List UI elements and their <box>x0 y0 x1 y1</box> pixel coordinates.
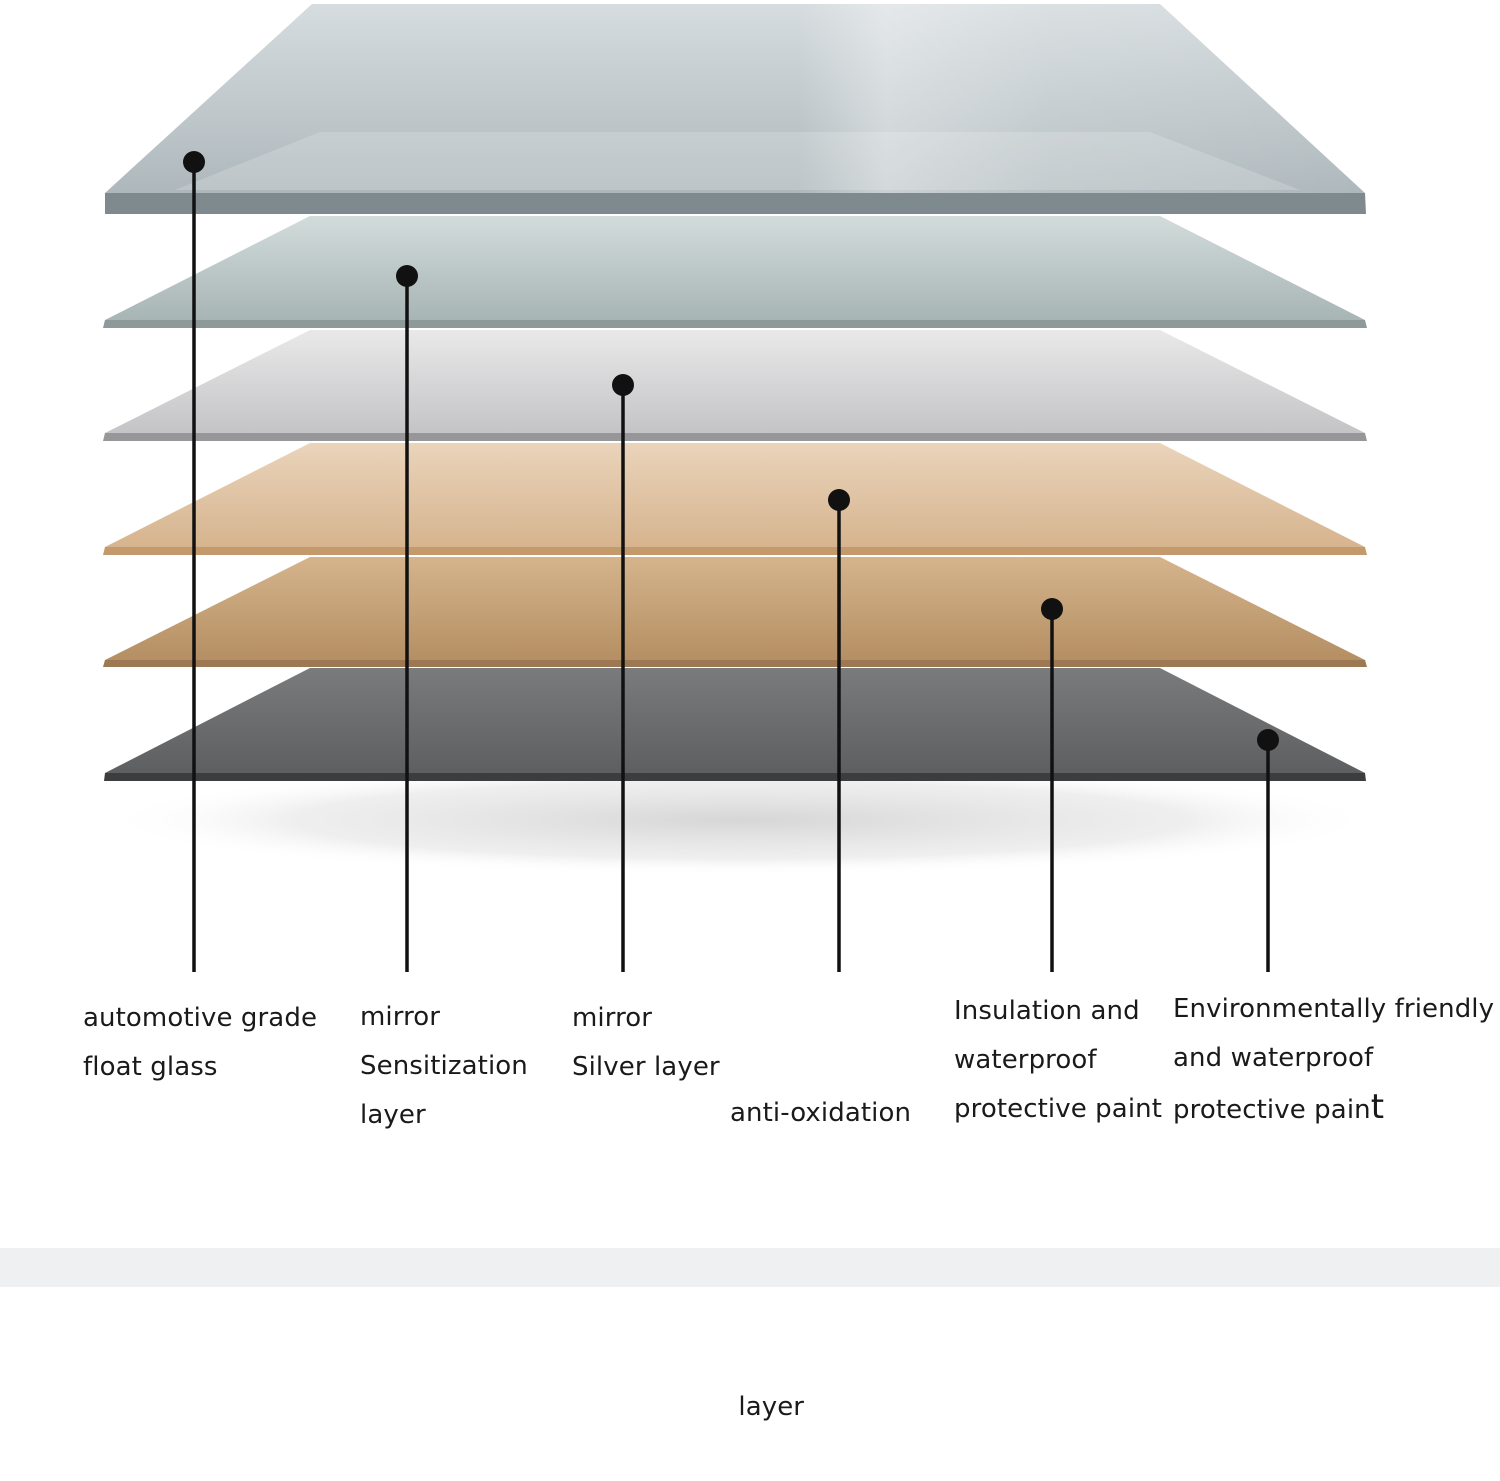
layer-stack-diagram <box>100 4 1380 972</box>
label-anti-oxidation-line-3: layer <box>730 1392 805 1422</box>
label-float-glass: automotive grade float glass <box>83 994 317 1092</box>
layer-silver-top <box>105 330 1365 433</box>
label-insulation-waterproof-line-2: waterproof <box>954 1045 1097 1075</box>
layer-silver-edge <box>103 433 1367 441</box>
leader-dot-anti-oxidation <box>828 489 850 511</box>
label-anti-oxidation: anti-oxidation The protective layer <box>730 991 920 1481</box>
layer-sensitization-edge <box>103 320 1367 328</box>
label-insulation-waterproof-line-1: Insulation and <box>954 996 1140 1026</box>
layer-environmental-paint-top <box>105 668 1365 773</box>
label-float-glass-line-1: automotive grade <box>83 1003 318 1033</box>
leader-dot-float-glass <box>183 151 205 173</box>
label-sensitization: mirror Sensitization layer <box>360 993 528 1140</box>
layer-insulation-waterproof-top <box>105 557 1365 660</box>
footer-band <box>0 1248 1500 1287</box>
label-silver: mirror Silver layer <box>572 994 720 1092</box>
label-sensitization-line-3: layer <box>360 1100 426 1130</box>
label-environmental-paint-line-3: protective paint <box>1173 1083 1494 1135</box>
label-insulation-waterproof-line-3: protective paint <box>954 1094 1163 1124</box>
label-environmental-paint-line-3-main: protective pain <box>1173 1095 1371 1125</box>
layer-environmental-paint <box>104 668 1366 781</box>
layer-float-glass-edge <box>105 193 1366 214</box>
label-environmental-paint-line-1: Environmentally friendly <box>1173 994 1495 1024</box>
leader-lines <box>183 151 1279 972</box>
layer-silver <box>103 330 1367 441</box>
label-environmental-paint: Environmentally friendly and waterproof … <box>1173 985 1494 1135</box>
label-sensitization-line-1: mirror <box>360 1002 441 1032</box>
leader-dot-silver <box>612 374 634 396</box>
layer-anti-oxidation-edge <box>103 547 1367 555</box>
label-environmental-paint-line-3-tail: t <box>1370 1087 1385 1127</box>
label-silver-line-2: Silver layer <box>572 1052 720 1082</box>
layer-float-glass-inner-bevel <box>175 132 1300 190</box>
layer-insulation-waterproof-edge <box>103 660 1367 667</box>
label-sensitization-line-2: Sensitization <box>360 1051 528 1081</box>
layer-float-glass <box>105 4 1366 214</box>
stack-shadow <box>100 765 1380 875</box>
layer-sensitization <box>103 216 1367 328</box>
label-float-glass-line-2: float glass <box>83 1052 218 1082</box>
label-silver-line-1: mirror <box>572 1003 653 1033</box>
layer-anti-oxidation-top <box>105 443 1365 547</box>
leader-dot-insulation-waterproof <box>1041 598 1063 620</box>
leader-dot-sensitization <box>396 265 418 287</box>
layer-anti-oxidation <box>103 443 1367 555</box>
layer-environmental-paint-edge <box>104 773 1366 781</box>
layer-float-glass-sheen <box>105 4 1365 193</box>
layer-insulation-waterproof <box>103 557 1367 667</box>
label-insulation-waterproof: Insulation and waterproof protective pai… <box>954 987 1162 1134</box>
leader-dot-environmental-paint <box>1257 729 1279 751</box>
layer-sensitization-top <box>105 216 1365 320</box>
label-environmental-paint-line-2: and waterproof <box>1173 1043 1374 1073</box>
label-anti-oxidation-line-1: anti-oxidation <box>730 1098 912 1128</box>
